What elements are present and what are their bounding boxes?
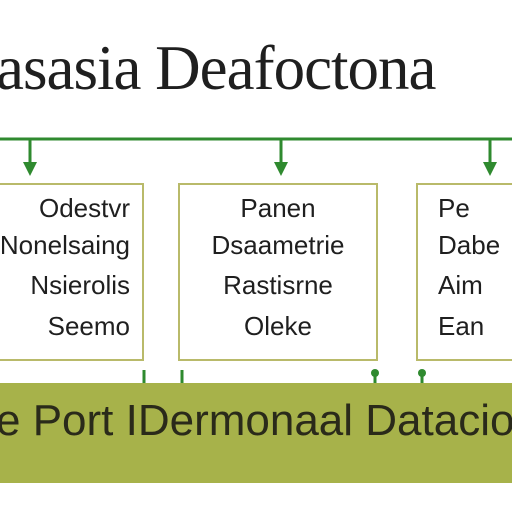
box-middle-line-4: Oleke [244, 311, 312, 341]
box-right-line-3: Aim [438, 270, 483, 300]
category-box-left: Odestvr Nonelsaing Nsierolis Seemo [0, 183, 144, 361]
box-left-line-3: Nsierolis [30, 270, 130, 300]
arrow-head-2 [274, 162, 288, 176]
arrow-head-3 [483, 162, 497, 176]
category-box-right: Pe Dabe Aim Ean [416, 183, 512, 361]
junction-dot-1 [371, 369, 379, 377]
category-box-middle: Panen Dsaametrie Rastisrne Oleke [178, 183, 378, 361]
bottom-banner: e Port IDermonaal Datacior D [0, 383, 512, 483]
box-middle-line-1: Panen [240, 193, 316, 223]
box-middle-line-2: Dsaametrie [211, 230, 345, 260]
junction-dot-2 [418, 369, 426, 377]
box-left-line-4: Seemo [47, 311, 130, 341]
box-right-line-2: Dabe [438, 230, 501, 260]
box-left-line-2: Nonelsaing [0, 230, 130, 260]
banner-label: e Port IDermonaal Datacior D [0, 396, 512, 445]
box-right-line-4: Ean [438, 311, 485, 341]
box-left-line-1: Odestvr [38, 193, 130, 223]
arrow-head-1 [23, 162, 37, 176]
box-right-line-1: Pe [438, 193, 470, 223]
box-middle-line-3: Rastisrne [223, 270, 333, 300]
diagram-title: asasia Deafoctona [0, 33, 437, 103]
